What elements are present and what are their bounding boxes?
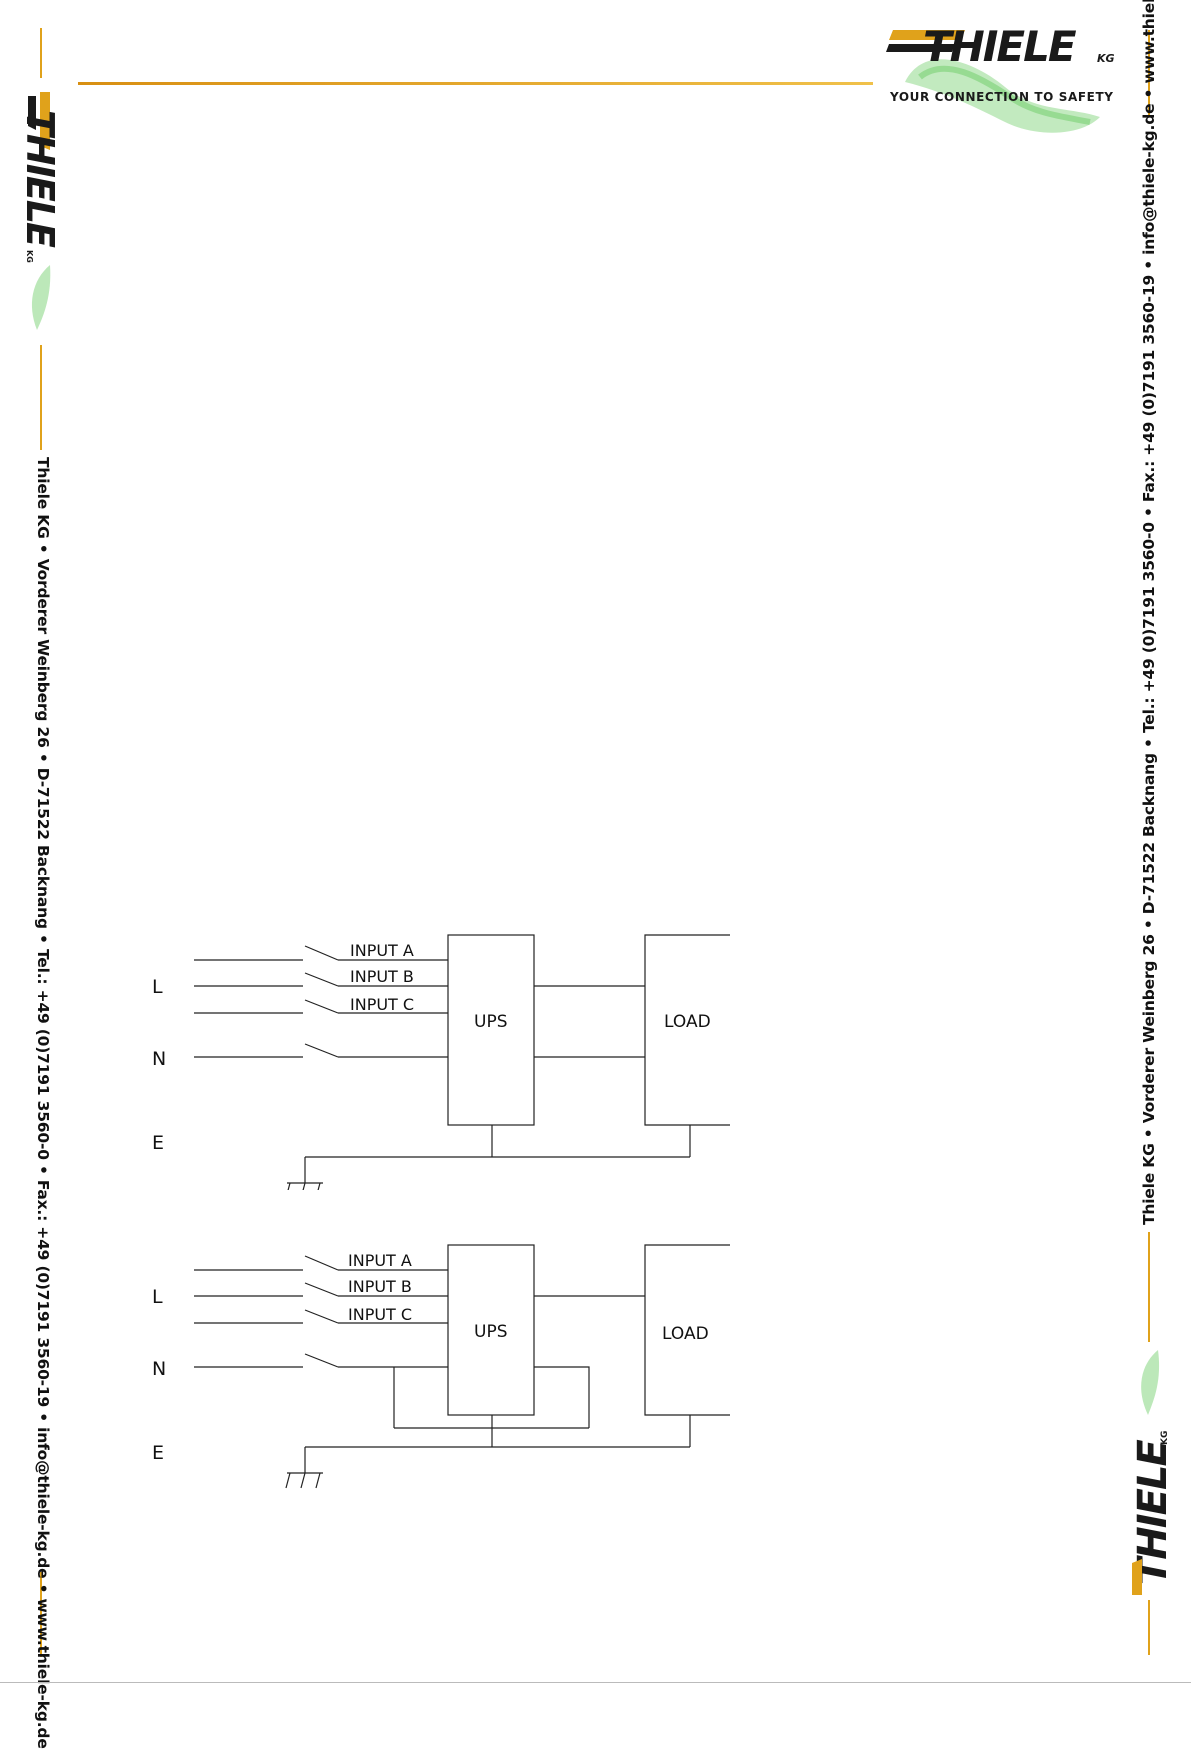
left-accent-line-bottom <box>40 1572 42 1657</box>
brand-swoosh-icon <box>905 59 1100 133</box>
header-rule <box>78 82 873 85</box>
diagram-1-label-n: N <box>152 1048 166 1070</box>
left-contact-text: Thiele KG • Vorderer Weinberg 26 • D-715… <box>34 457 52 1749</box>
right-accent-line-top <box>1148 30 1150 115</box>
left-logo: THIELE KG <box>18 90 62 340</box>
right-logo-swoosh-icon <box>1141 1350 1160 1415</box>
right-accent-line-bottom <box>1148 1600 1150 1655</box>
right-logo-mark <box>1132 1559 1142 1595</box>
diagram-1-label-l: L <box>152 976 163 998</box>
brand-logo-text: THIELE <box>923 22 1077 71</box>
right-logo: KG THIELE <box>1128 1345 1176 1595</box>
left-accent-line-mid <box>40 345 42 450</box>
left-logo-text: THIELE <box>18 110 62 246</box>
diagram-1-input-c: INPUT C <box>350 995 414 1014</box>
diagram-2-ups-label: UPS <box>474 1322 508 1342</box>
right-accent-line-mid <box>1148 1232 1150 1342</box>
diagram-2-label-e: E <box>152 1442 164 1464</box>
diagram-2-label-l: L <box>152 1286 163 1308</box>
diagram-2-load-label: LOAD <box>662 1324 709 1344</box>
diagram-1-load-label: LOAD <box>664 1012 711 1032</box>
brand-logo-suffix: KG <box>1097 52 1115 65</box>
diagram-1-label-e: E <box>152 1132 164 1154</box>
header-logo: THIELE KG YOUR CONNECTION TO SAFETY <box>885 22 1115 142</box>
wiring-diagram-2: L N E INPUT A INPUT B INPUT C UPS LOAD <box>152 1244 730 1489</box>
diagram-2-input-c: INPUT C <box>348 1305 412 1324</box>
left-accent-line-top <box>40 28 42 78</box>
wiring-diagram-1: L N E INPUT A INPUT B INPUT C UPS LOAD <box>152 934 730 1190</box>
diagram-1-input-a: INPUT A <box>350 941 414 960</box>
brand-tagline: YOUR CONNECTION TO SAFETY <box>890 90 1114 104</box>
diagram-2-label-n: N <box>152 1358 166 1380</box>
brand-logo-mark <box>886 30 965 52</box>
left-logo-mark <box>28 92 50 150</box>
diagram-2-input-a: INPUT A <box>348 1251 412 1270</box>
page-bottom-edge <box>0 1682 1191 1683</box>
diagram-1-ups-label: UPS <box>474 1012 508 1032</box>
diagram-1-input-b: INPUT B <box>350 967 414 986</box>
left-logo-swoosh-icon <box>31 265 51 330</box>
right-contact-text: Thiele KG • Vorderer Weinberg 26 • D-715… <box>1140 0 1158 1225</box>
diagram-2-input-b: INPUT B <box>348 1277 412 1296</box>
